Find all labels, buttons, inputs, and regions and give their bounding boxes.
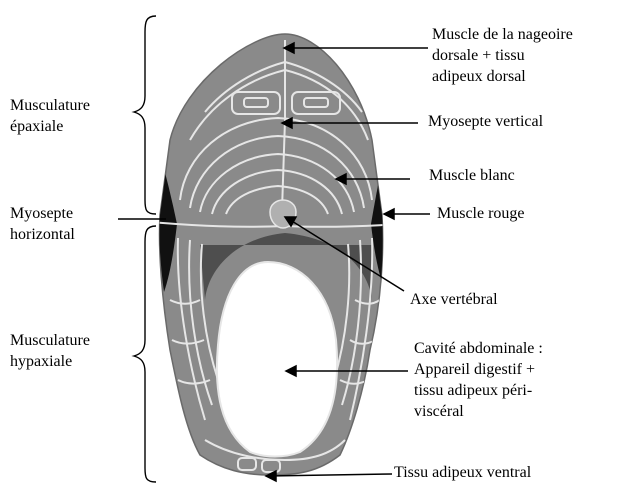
abdominal-cavity <box>217 262 337 457</box>
label-line: Muscle de la nageoire <box>432 24 573 45</box>
label-line: adipeux dorsal <box>432 66 573 87</box>
label-myosepte-vertical: Myosepte vertical <box>428 111 543 132</box>
braces <box>134 16 156 482</box>
brace-hypaxiale <box>134 226 156 482</box>
label-musculature-hypaxiale: Musculature hypaxiale <box>10 330 90 372</box>
label-line: Cavité abdominale : <box>414 338 543 359</box>
label-line: Muscle blanc <box>429 165 515 186</box>
label-line: Muscle rouge <box>437 203 525 224</box>
label-line: tissu adipeux péri- <box>414 380 543 401</box>
label-line: viscéral <box>414 401 543 422</box>
label-myosepte-horizontal: Myosepte horizontal <box>10 203 75 245</box>
label-tissu-adipeux-ventral: Tissu adipeux ventral <box>394 462 531 483</box>
label-line: épaxiale <box>10 116 90 137</box>
label-muscle-blanc: Muscle blanc <box>429 165 515 186</box>
label-line: dorsale + tissu <box>432 45 573 66</box>
label-muscle-rouge: Muscle rouge <box>437 203 525 224</box>
label-line: horizontal <box>10 224 75 245</box>
label-muscle-nageoire: Muscle de la nageoire dorsale + tissu ad… <box>432 24 573 87</box>
label-line: Myosepte vertical <box>428 111 543 132</box>
fish-section <box>150 34 400 475</box>
label-musculature-epaxiale: Musculature épaxiale <box>10 95 90 137</box>
label-line: Axe vertébral <box>410 289 498 310</box>
label-line: Myosepte <box>10 203 75 224</box>
label-line: hypaxiale <box>10 351 90 372</box>
label-line: Appareil digestif + <box>414 359 543 380</box>
label-axe-vertebral: Axe vertébral <box>410 289 498 310</box>
label-line: Tissu adipeux ventral <box>394 462 531 483</box>
label-cavite-abdominale: Cavité abdominale : Appareil digestif + … <box>414 338 543 422</box>
brace-epaxiale <box>134 16 156 214</box>
label-line: Musculature <box>10 95 90 116</box>
label-line: Musculature <box>10 330 90 351</box>
